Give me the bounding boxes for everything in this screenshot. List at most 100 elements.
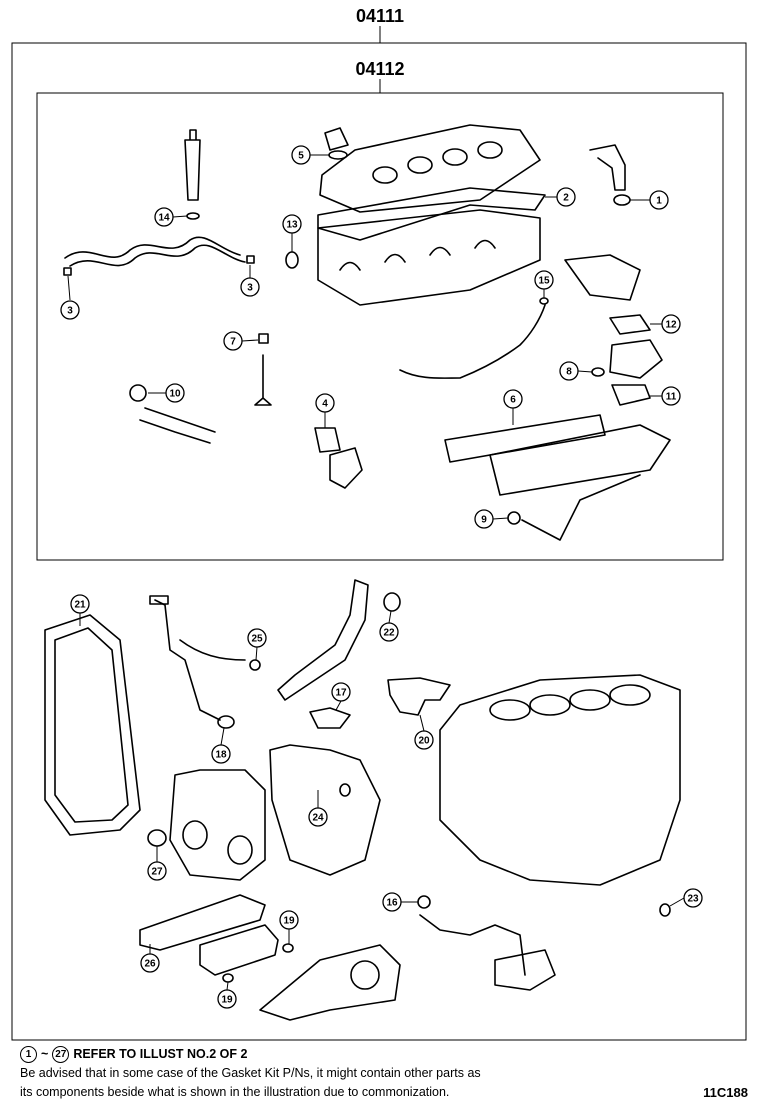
callout-circle-6 bbox=[503, 389, 523, 409]
advisory-note-line-1: Be advised that in some case of the Gask… bbox=[20, 1066, 481, 1080]
callout-label-18: 18 bbox=[215, 750, 227, 761]
inner-kit-code: 04112 bbox=[355, 59, 404, 79]
callout-label-8: 8 bbox=[566, 367, 572, 378]
leader-20 bbox=[419, 714, 425, 732]
leader-7 bbox=[241, 339, 259, 342]
bore-2 bbox=[529, 694, 571, 716]
callout-label-17: 17 bbox=[335, 688, 347, 699]
seal-27 bbox=[147, 829, 167, 847]
callout-label-9: 9 bbox=[481, 515, 487, 526]
callout-circle-17 bbox=[331, 682, 351, 702]
callout-label-22: 22 bbox=[383, 628, 395, 639]
gasket-19b bbox=[222, 973, 234, 983]
gasket-17 bbox=[309, 707, 351, 729]
injector bbox=[184, 129, 201, 201]
outlet-gasket-1 bbox=[613, 194, 631, 206]
timing-belt-cover-21 bbox=[44, 614, 141, 836]
callout-label-19a: 19 bbox=[283, 916, 295, 927]
callout-circle-22 bbox=[379, 622, 399, 642]
callout-label-14: 14 bbox=[158, 213, 170, 224]
callout-label-24: 24 bbox=[312, 813, 324, 824]
callout-circle-7 bbox=[223, 331, 243, 351]
callout-label-1: 1 bbox=[656, 196, 662, 207]
callout-circle-19b bbox=[217, 989, 237, 1009]
timing-case bbox=[169, 769, 266, 881]
cover-hole bbox=[372, 166, 398, 184]
oil-strainer-pipe bbox=[419, 914, 526, 976]
callout-label-11: 11 bbox=[666, 392, 677, 403]
thermostat-housing bbox=[609, 339, 663, 379]
callout-circle-5 bbox=[291, 145, 311, 165]
inner-kit-frame bbox=[36, 92, 724, 561]
callout-circle-14 bbox=[154, 207, 174, 227]
callout-label-5: 5 bbox=[298, 151, 304, 162]
pipe-9 bbox=[521, 474, 641, 541]
callout-circle-19a bbox=[279, 910, 299, 930]
callout-circle-21 bbox=[70, 594, 90, 614]
plug-23 bbox=[659, 903, 671, 917]
oil-cooler bbox=[199, 924, 279, 976]
callout-label-21: 21 bbox=[74, 600, 86, 611]
manifold-gasket-6 bbox=[444, 414, 606, 463]
callout-circle-11 bbox=[661, 386, 681, 406]
refer-line: 1 ~ 27 REFER TO ILLUST NO.2 OF 2 bbox=[20, 1045, 750, 1064]
case-24-hole bbox=[339, 783, 351, 797]
bore-3 bbox=[569, 689, 611, 711]
cover-hole bbox=[477, 141, 503, 159]
leader-14 bbox=[172, 215, 188, 218]
seal-10 bbox=[129, 384, 147, 402]
callout-label-2: 2 bbox=[563, 193, 569, 204]
valve-7 bbox=[254, 354, 272, 406]
timing-case-24 bbox=[269, 744, 381, 876]
callout-label-25: 25 bbox=[251, 634, 263, 645]
callout-label-4: 4 bbox=[322, 399, 328, 410]
callout-label-16: 16 bbox=[386, 898, 398, 909]
gasket-18 bbox=[217, 715, 235, 729]
oil-filler-cap bbox=[324, 127, 349, 151]
range-end-badge: 27 bbox=[52, 1046, 70, 1063]
range-start-badge: 1 bbox=[20, 1046, 37, 1063]
callout-circle-3b bbox=[240, 277, 260, 297]
leader-8 bbox=[577, 370, 593, 373]
seal-9 bbox=[507, 511, 521, 525]
leader-22 bbox=[388, 610, 392, 624]
intake-manifold bbox=[489, 424, 671, 496]
case-opening bbox=[182, 820, 208, 850]
callout-circle-2 bbox=[556, 187, 576, 207]
figure-code: 11C188 bbox=[703, 1085, 748, 1100]
callout-circle-12 bbox=[661, 314, 681, 334]
leader-17 bbox=[335, 700, 342, 711]
water-housing bbox=[564, 254, 641, 301]
callout-label-23: 23 bbox=[687, 894, 699, 905]
gasket-19a bbox=[282, 943, 294, 953]
callout-circle-4 bbox=[315, 393, 335, 413]
callout-circle-16 bbox=[382, 892, 402, 912]
callout-circle-10 bbox=[165, 383, 185, 403]
dipstick-head bbox=[149, 595, 169, 605]
gasket-4 bbox=[314, 427, 341, 453]
outer-kit-frame bbox=[11, 42, 747, 1041]
leader-23 bbox=[669, 897, 685, 907]
clamp-25 bbox=[249, 659, 261, 671]
callout-circle-13 bbox=[282, 214, 302, 234]
callout-label-19b: 19 bbox=[221, 995, 233, 1006]
callout-circle-25 bbox=[247, 628, 267, 648]
head-cover-gasket bbox=[317, 187, 546, 241]
oil-strainer bbox=[494, 949, 556, 991]
leader-25 bbox=[255, 646, 258, 661]
callout-label-3b: 3 bbox=[247, 283, 253, 294]
leader-9 bbox=[492, 517, 509, 520]
cylinder-head-cover bbox=[319, 124, 541, 213]
gasket-8 bbox=[591, 367, 605, 377]
pump-rotor bbox=[350, 960, 380, 990]
injector-seat bbox=[186, 212, 200, 220]
callout-circle-27 bbox=[147, 861, 167, 881]
bore-1 bbox=[489, 699, 531, 721]
nut-part-3b bbox=[246, 255, 255, 264]
hose-25 bbox=[179, 639, 246, 661]
belt-cover-inner bbox=[54, 627, 129, 823]
water-inlet-4 bbox=[329, 447, 363, 489]
cylinder-head-ports bbox=[339, 239, 496, 271]
gasket-16 bbox=[417, 895, 431, 909]
